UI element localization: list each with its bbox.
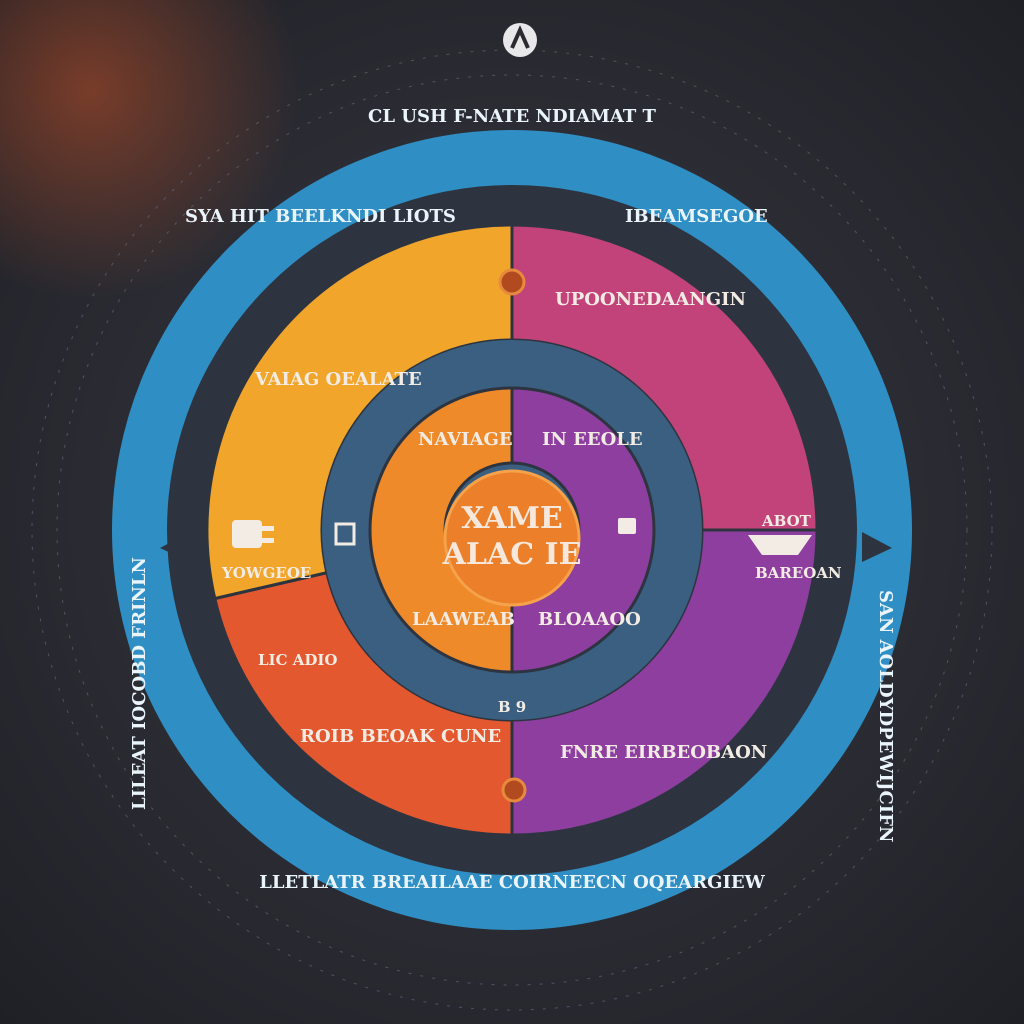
boat-icon: [748, 535, 812, 555]
cup-icon: [618, 518, 636, 534]
inner-segment-purple: [510, 386, 656, 674]
inner-label-top-right: IN EEOLE: [542, 429, 643, 450]
center-line-1: XAME: [461, 501, 563, 536]
inner-segments: [368, 386, 656, 674]
left-tab-label: YOWGEOE: [221, 564, 311, 582]
middle-label-bottom-right: FNRE EIRBEOBAON: [560, 742, 767, 763]
connector-dot: [501, 777, 527, 803]
right-tab-sublabel: BAREOAN: [755, 564, 842, 582]
inner-label-top-left: NAVIAGE: [418, 429, 513, 450]
arrow-right: [862, 532, 892, 562]
arrow-left: [160, 532, 190, 562]
right-tab-label: ABOT: [761, 512, 812, 530]
middle-label-bottom-left: ROIB BEOAK CUNE: [300, 726, 501, 747]
inner-bottom-tab: B 9: [498, 698, 526, 716]
orbit-lines: [31, 49, 993, 1011]
title: CL USH F-NATE NDIAMAT T: [368, 106, 656, 127]
inner-label-bottom-right: BLOAAOO: [538, 609, 641, 630]
middle-label-top-left: VAIAG OEALATE: [254, 369, 422, 390]
outer-label-top-right: IBEAMSEGOE: [625, 206, 768, 227]
connector-dot: [498, 268, 526, 296]
outer-label-bottom: LLETLATR BREAILAAE COIRNEECN OQEARGIEW: [259, 872, 765, 893]
outer-label-left: LILEAT IOCOBD FRINLN: [129, 557, 150, 810]
compass-logo-icon: [503, 23, 537, 57]
center-circle: [443, 469, 581, 607]
middle-label-small-left: LIC ADIO: [258, 651, 337, 669]
frame-icon: [334, 522, 356, 546]
inner-label-bottom-left: LAAWEAB: [412, 609, 515, 630]
center-line-2: ALAC IE: [442, 537, 582, 572]
outer-label-top-left: SYA HIT BEELKNDI LIOTS: [185, 206, 456, 227]
outer-label-right: SAN AOLDYDPEWIJCIFN: [875, 590, 896, 842]
middle-label-top-right: UPOONEDAANGIN: [555, 289, 746, 310]
plug-icon: [232, 520, 274, 548]
arrow-top: [490, 185, 534, 205]
